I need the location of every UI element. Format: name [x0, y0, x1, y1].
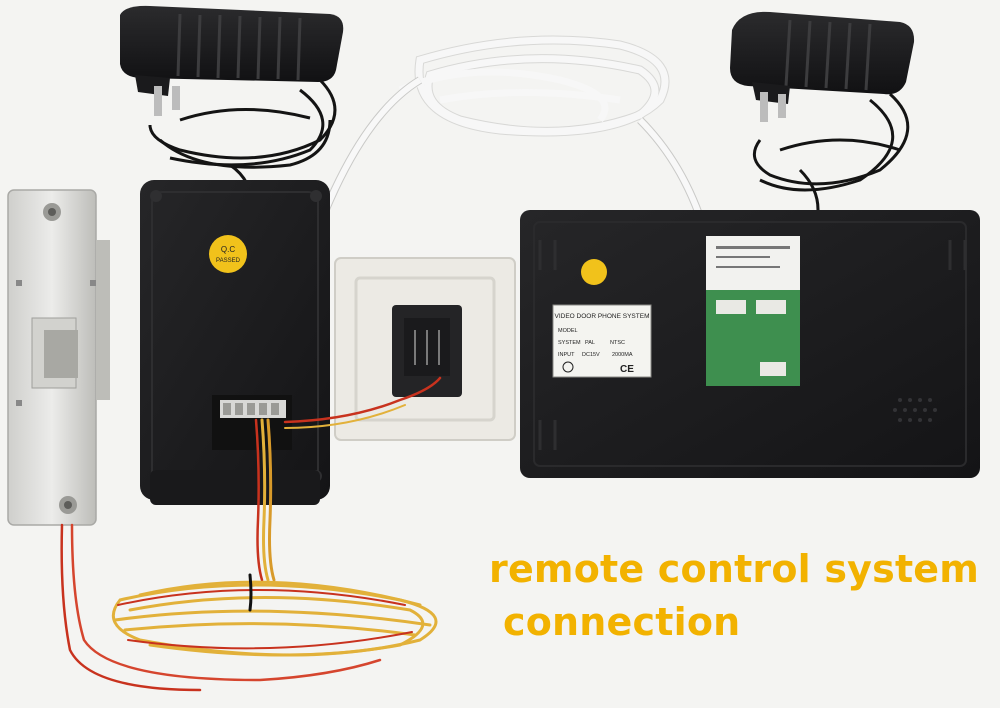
qc-sticker-line2: PASSED — [216, 258, 241, 264]
power-adapter-right — [730, 11, 915, 366]
monitor-label-title: VIDEO DOOR PHONE SYSTEM — [555, 313, 650, 320]
caption-line-2: connection — [503, 600, 741, 644]
monitor-label-current: 2000MA — [612, 352, 633, 358]
caption-line-1: remote control system — [489, 547, 980, 591]
indoor-monitor: VIDEO DOOR PHONE SYSTEM MODEL SYSTEM PAL… — [520, 210, 980, 478]
qc-sticker-line1: Q.C — [221, 245, 235, 254]
monitor-label-ntsc: NTSC — [610, 340, 625, 346]
outdoor-camera-unit: Q.C PASSED — [140, 180, 330, 505]
power-adapter-left — [120, 5, 344, 371]
electric-door-lock — [7, 189, 110, 526]
monitor-label-input-value: DC15V — [582, 352, 600, 358]
monitor-label-input: INPUT — [558, 352, 575, 358]
monitor-label-model: MODEL — [558, 328, 578, 334]
exit-button-plate — [334, 257, 516, 441]
monitor-label-ce: CE — [620, 364, 634, 375]
monitor-label-pal: PAL — [585, 340, 595, 346]
signal-wires — [60, 376, 442, 692]
monitor-label-system: SYSTEM — [558, 340, 581, 346]
